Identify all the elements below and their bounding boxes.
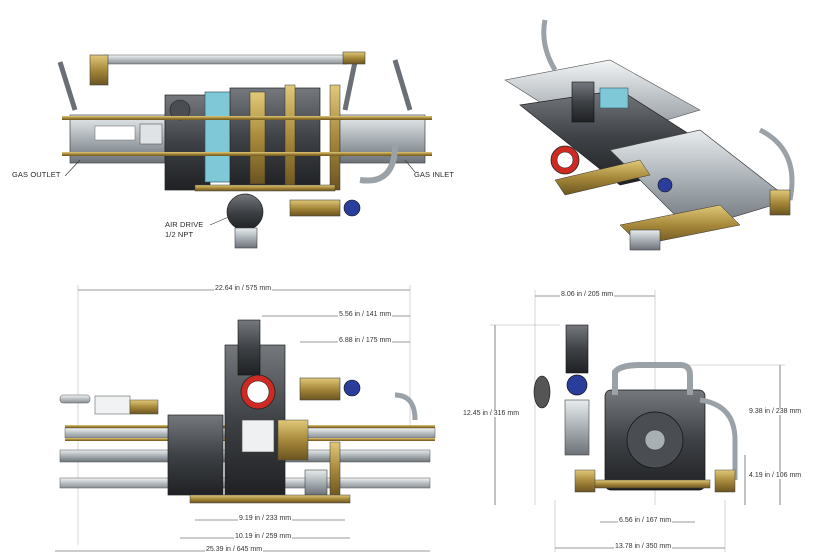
dim-overall-width: 22.64 in / 575 mm — [214, 285, 273, 292]
side-view — [490, 290, 785, 552]
top-view — [57, 51, 432, 249]
dim-top-offset-2: 6.88 in / 175 mm — [338, 337, 393, 344]
gas-inlet-label: GAS INLET — [414, 170, 455, 179]
dim-side-height-right: 9.38 in / 238 mm — [748, 408, 803, 415]
air-drive-npt-label: 1/2 NPT — [165, 230, 194, 239]
dim-side-top-width: 8.06 in / 205 mm — [560, 291, 615, 298]
dim-side-bottom-inner: 6.56 in / 167 mm — [618, 517, 673, 524]
top-pipe — [99, 54, 351, 65]
dim-side-bottom-outer: 13.78 in / 350 mm — [614, 543, 673, 550]
dim-top-offset-1: 5.56 in / 141 mm — [338, 311, 393, 318]
front-view — [55, 285, 436, 552]
dim-bottom-3: 25.39 in / 645 mm — [205, 546, 264, 553]
dim-bottom-2: 10.19 in / 259 mm — [234, 533, 293, 540]
dim-side-height-small: 4.19 in / 106 mm — [748, 472, 803, 479]
gas-outlet-label: GAS OUTLET — [12, 170, 61, 179]
air-drive-label: AIR DRIVE — [165, 220, 204, 229]
dim-bottom-1: 9.19 in / 233 mm — [238, 515, 293, 522]
dim-side-height-left: 12.45 in / 316 mm — [462, 410, 521, 417]
isometric-view — [504, 19, 795, 251]
